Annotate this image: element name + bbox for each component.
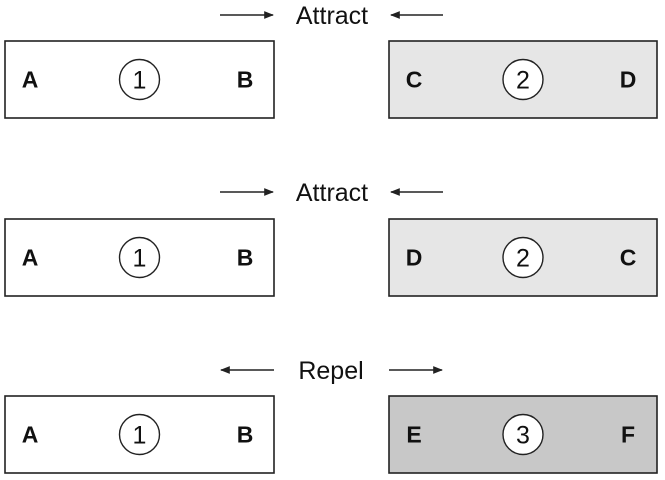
right-magnet-number: 2: [516, 245, 530, 273]
left-magnet-number-circle: [118, 236, 161, 279]
right-magnet: D C 2: [388, 218, 658, 297]
right-magnet-right-pole: F: [621, 422, 635, 448]
left-magnet-left-pole: A: [22, 67, 39, 93]
left-magnet-number: 1: [133, 67, 147, 95]
left-magnet-right-pole: B: [237, 67, 254, 93]
right-magnet-number-circle: [502, 236, 544, 279]
right-magnet-right-pole: D: [620, 67, 637, 93]
left-magnet-right-pole: B: [237, 422, 254, 448]
left-magnet-number: 1: [133, 245, 147, 273]
right-magnet: C D 2: [388, 40, 658, 119]
left-magnet: A B 1: [4, 218, 275, 297]
right-magnet-left-pole: C: [406, 67, 423, 93]
left-magnet-number: 1: [133, 422, 147, 450]
right-magnet-left-pole: D: [406, 245, 423, 271]
relation-label: Attract: [296, 2, 368, 30]
right-magnet-right-pole: C: [620, 245, 637, 271]
left-magnet-left-pole: A: [22, 245, 39, 271]
left-magnet-left-pole: A: [22, 422, 39, 448]
right-magnet-number: 2: [516, 67, 530, 95]
right-magnet: E F 3: [388, 395, 658, 474]
right-magnet-bar: [388, 395, 658, 474]
left-magnet-right-pole: B: [237, 245, 254, 271]
right-magnet-number-circle: [502, 413, 544, 456]
relation-label: Attract: [296, 179, 368, 207]
left-magnet: A B 1: [4, 395, 275, 474]
left-magnet-number-circle: [118, 413, 161, 456]
left-magnet: A B 1: [4, 40, 275, 119]
right-magnet-number-circle: [502, 58, 544, 101]
right-magnet-number: 3: [516, 422, 530, 450]
right-magnet-left-pole: E: [406, 422, 421, 448]
relation-label: Repel: [298, 357, 363, 385]
left-magnet-number-circle: [118, 58, 161, 101]
